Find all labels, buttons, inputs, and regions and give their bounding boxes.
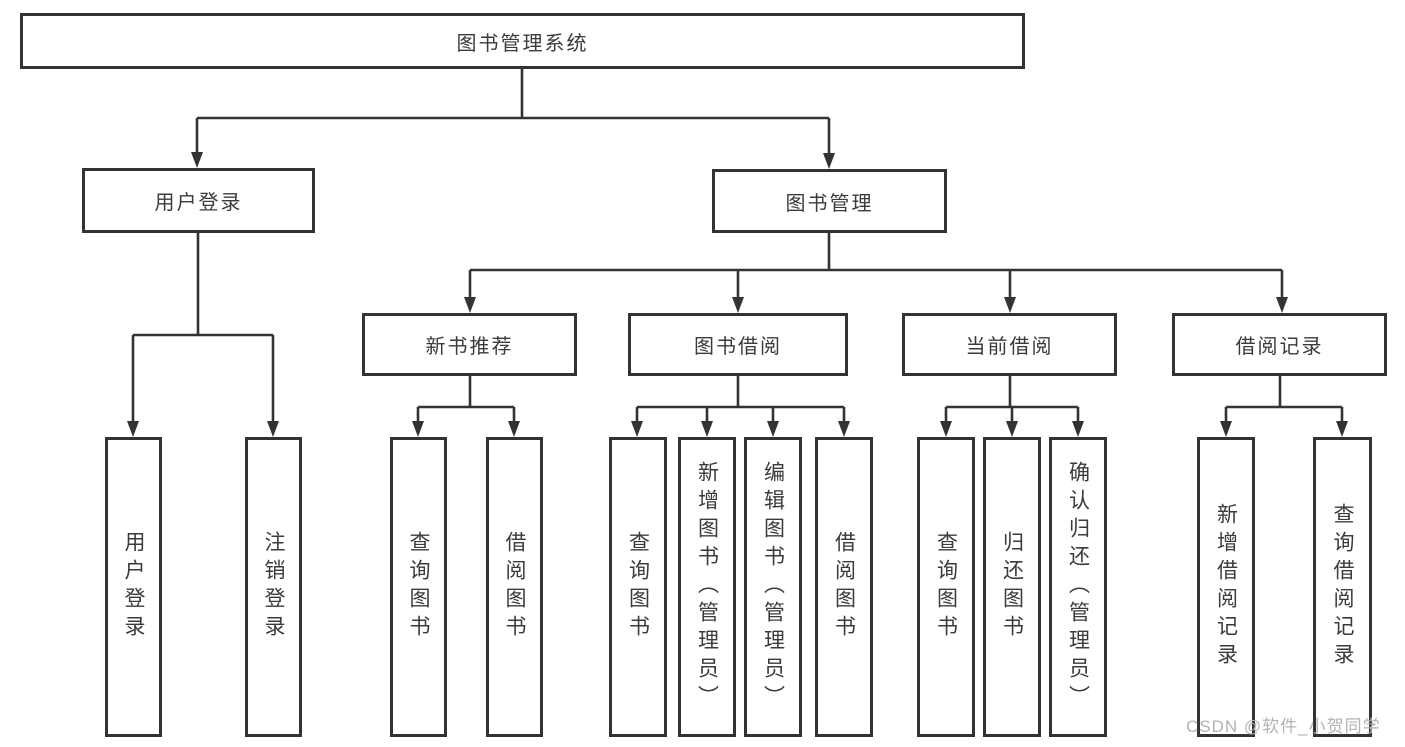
node-book-management: 图书管理 — [712, 169, 947, 233]
leaf-logout: 注销登录 — [245, 437, 302, 737]
leaf-user-login-label: 用户登录 — [122, 531, 145, 643]
leaf-edit-books-admin: 编辑图书（管理员） — [744, 437, 802, 737]
leaf-borrow-books-1-label: 借阅图书 — [503, 531, 526, 643]
leaf-edit-books-admin-label: 编辑图书（管理员） — [761, 461, 785, 713]
leaf-query-books-2: 查询图书 — [609, 437, 667, 737]
leaf-return-books-label: 归还图书 — [1000, 531, 1024, 643]
leaf-add-borrow-record: 新增借阅记录 — [1197, 437, 1255, 737]
node-borrowing-records: 借阅记录 — [1172, 313, 1387, 376]
leaf-query-borrow-record-label: 查询借阅记录 — [1331, 503, 1354, 671]
watermark: CSDN @软件_小贺同学 — [1186, 717, 1381, 736]
leaf-query-books-1: 查询图书 — [390, 437, 447, 737]
leaf-borrow-books-1: 借阅图书 — [486, 437, 543, 737]
leaf-borrow-books-2: 借阅图书 — [815, 437, 873, 737]
arrowheads — [127, 152, 1348, 437]
leaf-add-books-admin-label: 新增图书（管理员） — [695, 461, 719, 713]
node-book-borrowing-label: 图书借阅 — [694, 336, 782, 358]
node-user-login: 用户登录 — [82, 168, 315, 233]
leaf-logout-label: 注销登录 — [262, 531, 285, 643]
node-user-login-label: 用户登录 — [154, 192, 243, 214]
leaf-confirm-return-admin-label: 确认归还（管理员） — [1066, 461, 1090, 713]
leaf-query-books-1-label: 查询图书 — [407, 531, 430, 643]
node-new-book-recommendation-label: 新书推荐 — [425, 336, 514, 358]
leaf-query-borrow-record: 查询借阅记录 — [1313, 437, 1372, 737]
leaf-query-books-3: 查询图书 — [917, 437, 975, 737]
node-book-management-label: 图书管理 — [785, 192, 874, 215]
node-book-borrowing: 图书借阅 — [628, 313, 848, 376]
node-current-borrowing-label: 当前借阅 — [965, 336, 1054, 358]
leaf-return-books: 归还图书 — [983, 437, 1041, 737]
node-root-label: 图书管理系统 — [456, 32, 589, 55]
leaf-confirm-return-admin: 确认归还（管理员） — [1049, 437, 1107, 737]
leaf-borrow-books-2-label: 借阅图书 — [832, 531, 856, 643]
node-borrowing-records-label: 借阅记录 — [1235, 336, 1324, 358]
leaf-add-borrow-record-label: 新增借阅记录 — [1214, 503, 1238, 671]
node-new-book-recommendation: 新书推荐 — [362, 313, 577, 376]
node-root: 图书管理系统 — [20, 13, 1025, 69]
node-current-borrowing: 当前借阅 — [902, 313, 1117, 376]
leaf-user-login: 用户登录 — [105, 437, 162, 737]
leaf-query-books-3-label: 查询图书 — [934, 531, 958, 643]
leaf-add-books-admin: 新增图书（管理员） — [678, 437, 736, 737]
leaf-query-books-2-label: 查询图书 — [626, 531, 650, 643]
